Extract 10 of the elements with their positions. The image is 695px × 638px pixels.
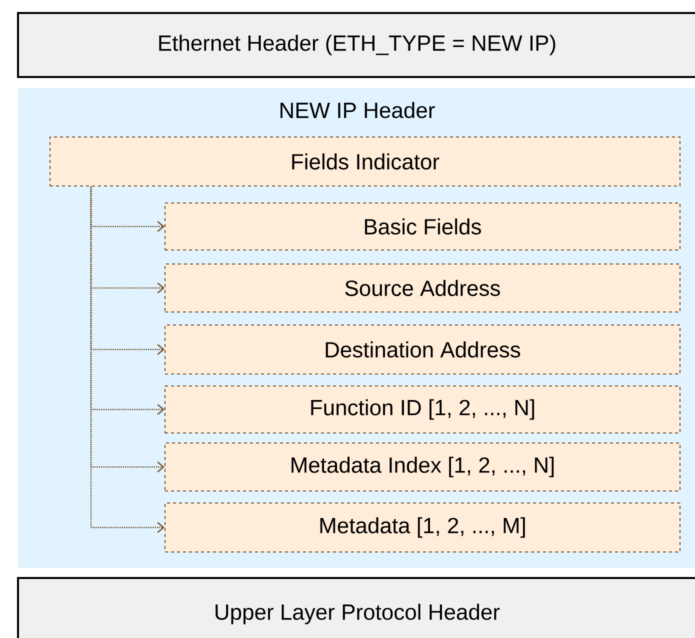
arrow: [90, 186, 164, 533]
field-box: Fields Indicator: [50, 136, 680, 186]
field-box: Metadata [1, 2, ..., M]: [164, 502, 680, 552]
header-box: Upper Layer Protocol Header: [17, 577, 695, 638]
field-box: Basic Fields: [164, 202, 680, 250]
field-box: Function ID [1, 2, ..., N]: [164, 386, 680, 434]
field-box: Source Address: [164, 264, 680, 312]
field-box: Destination Address: [164, 324, 680, 374]
header-box: Ethernet Header (ETH_TYPE = NEW IP): [17, 12, 695, 78]
field-box: Metadata Index [1, 2, ..., N]: [164, 442, 680, 492]
